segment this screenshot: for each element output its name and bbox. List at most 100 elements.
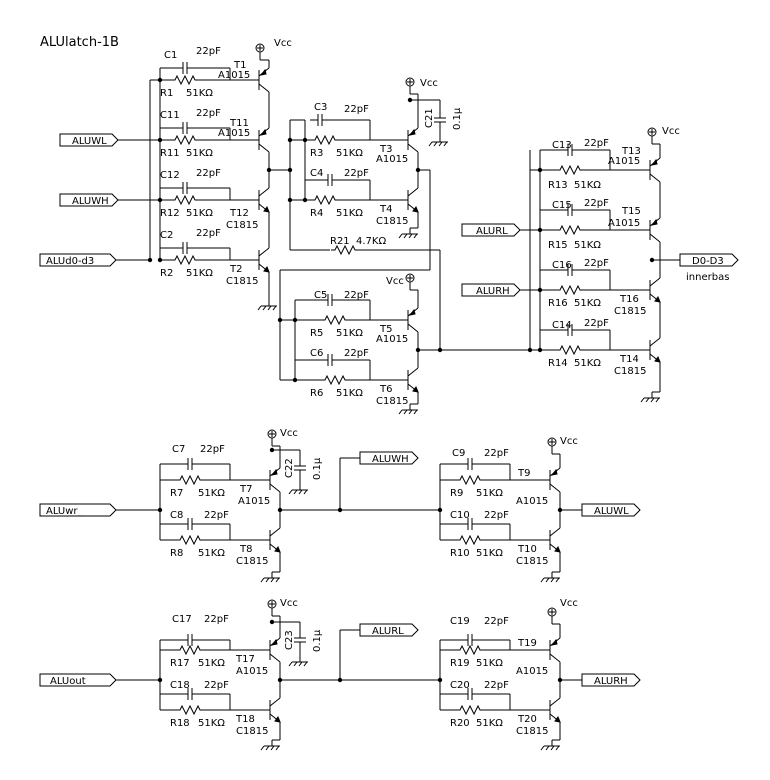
label-r11: R11	[160, 148, 180, 159]
value-c14: 22pF	[584, 318, 609, 329]
type-t4: C1815	[376, 216, 408, 227]
vcc-label-t19: Vcc	[560, 598, 578, 609]
label-c23: C23	[284, 630, 295, 650]
label-r9: R9	[450, 488, 463, 499]
value-c7: 22pF	[200, 444, 225, 455]
label-t16: T16	[619, 294, 639, 305]
label-c16: C16	[552, 260, 572, 271]
type-t13: A1015	[608, 156, 640, 167]
label-t19: T19	[517, 638, 537, 649]
vcc-label-t1: Vcc	[274, 38, 292, 49]
label-r15: R15	[548, 240, 568, 251]
label-t15: T15	[621, 206, 641, 217]
type-t19: A1015	[516, 666, 548, 677]
value-c15: 22pF	[584, 198, 609, 209]
label-t9: T9	[517, 468, 530, 479]
stage-middle	[279, 77, 449, 380]
label-c1: C1	[164, 50, 177, 61]
label-r8: R8	[170, 548, 183, 559]
value-r1: 51KΩ	[186, 88, 213, 99]
value-r13: 51KΩ	[574, 180, 601, 191]
label-c5: C5	[314, 290, 327, 301]
stage-aluwr	[39, 429, 641, 583]
value-c20: 22pF	[484, 680, 509, 691]
port-out-d: D0-D3	[692, 256, 724, 267]
value-c16: 22pF	[584, 258, 609, 269]
label-r2: R2	[160, 268, 173, 279]
label-t7: T7	[239, 484, 252, 495]
port-aluout-in: ALUout	[50, 676, 86, 687]
type-t2: C1815	[226, 276, 258, 287]
value-r19: 51KΩ	[476, 658, 503, 669]
value-r21: 4.7KΩ	[356, 236, 386, 247]
port-aluwh-out: ALUWH	[372, 454, 409, 465]
label-t20: T20	[517, 714, 537, 725]
value-r16: 51KΩ	[574, 298, 601, 309]
type-t10: C1815	[516, 556, 548, 567]
label-r6: R6	[310, 388, 323, 399]
port-aluwl-in: ALUWL	[72, 136, 107, 147]
label-r4: R4	[310, 208, 323, 219]
port-aluwh-in: ALUWH	[72, 196, 109, 207]
port-aluwl-out: ALUWL	[594, 506, 629, 517]
label-c8: C8	[170, 510, 183, 521]
vcc-label-t17: Vcc	[280, 598, 298, 609]
value-c17: 22pF	[204, 614, 229, 625]
vcc-label-t9: Vcc	[560, 436, 578, 447]
value-r14: 51KΩ	[574, 358, 601, 369]
value-r4: 51KΩ	[336, 208, 363, 219]
vcc-label-t5: Vcc	[386, 276, 404, 287]
value-c22: 0.1μ	[312, 457, 323, 480]
type-t9: A1015	[516, 496, 548, 507]
value-c8: 22pF	[204, 510, 229, 521]
port-alud0-in: ALUd0-d3	[46, 256, 94, 267]
label-c15: C15	[552, 200, 572, 211]
value-c9: 22pF	[484, 448, 509, 459]
value-c10: 22pF	[484, 510, 509, 521]
label-r7: R7	[170, 488, 183, 499]
value-c11: 22pF	[196, 108, 221, 119]
value-c21: 0.1μ	[452, 107, 463, 130]
port-alurh-out: ALURH	[594, 676, 628, 687]
label-c2: C2	[160, 230, 173, 241]
label-t3: T3	[379, 144, 392, 155]
value-r12: 51KΩ	[186, 208, 213, 219]
vcc-label-t7: Vcc	[280, 428, 298, 439]
value-c5: 22pF	[344, 290, 369, 301]
type-t11: A1015	[218, 128, 250, 139]
value-c3: 22pF	[344, 104, 369, 115]
label-r5: R5	[310, 328, 323, 339]
value-c19: 22pF	[484, 616, 509, 627]
label-c6: C6	[310, 348, 323, 359]
type-t17: A1015	[236, 666, 268, 677]
label-c20: C20	[450, 680, 470, 691]
label-c3: C3	[314, 102, 327, 113]
value-c23: 0.1μ	[312, 629, 323, 652]
value-c13: 22pF	[584, 138, 609, 149]
port-alurh-in: ALURH	[476, 286, 510, 297]
value-c18: 22pF	[204, 680, 229, 691]
label-r17: R17	[170, 658, 190, 669]
value-r10: 51KΩ	[476, 548, 503, 559]
type-t7: A1015	[238, 496, 270, 507]
value-r15: 51KΩ	[574, 240, 601, 251]
label-c19: C19	[450, 616, 470, 627]
label-r19: R19	[450, 658, 470, 669]
label-t11: T11	[229, 118, 249, 129]
label-t13: T13	[621, 146, 641, 157]
type-t6: C1815	[376, 396, 408, 407]
value-r11: 51KΩ	[186, 148, 213, 159]
type-t1: A1015	[218, 70, 250, 81]
label-r1: R1	[160, 88, 173, 99]
label-r13: R13	[548, 180, 568, 191]
label-r12: R12	[160, 208, 180, 219]
label-t4: T4	[379, 204, 392, 215]
type-t8: C1815	[236, 556, 268, 567]
value-r17: 51KΩ	[198, 658, 225, 669]
label-r16: R16	[548, 298, 568, 309]
label-c9: C9	[452, 448, 465, 459]
value-r3: 51KΩ	[336, 148, 363, 159]
value-r2: 51KΩ	[186, 268, 213, 279]
value-r18: 51KΩ	[198, 718, 225, 729]
stage-t5-t6	[277, 273, 540, 415]
